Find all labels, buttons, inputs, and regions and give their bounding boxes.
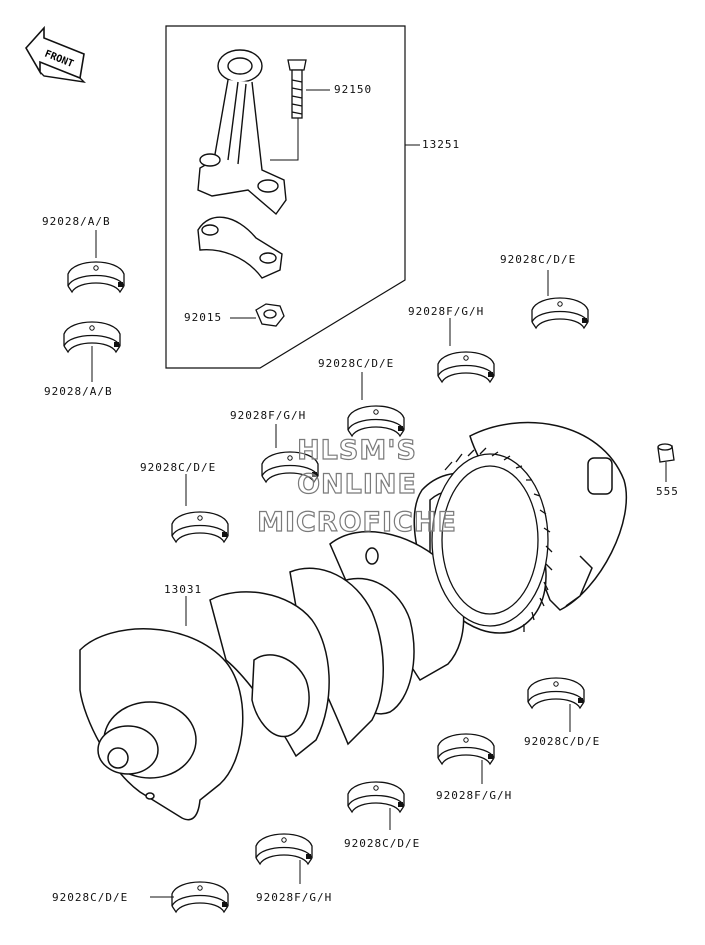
bearing-shell-rod-upper [67, 261, 125, 293]
front-arrow-icon: FRONT [25, 25, 86, 84]
connecting-rod-cap [197, 216, 283, 279]
dowel-pin [657, 443, 675, 463]
watermark-line-1: HLSM'S [296, 435, 417, 466]
label-92028-cde-top-right: 92028C/D/E [500, 253, 577, 266]
label-92028-cde-lower-right: 92028C/D/E [524, 735, 601, 748]
bearing-shell-cde-left [171, 511, 229, 543]
label-92015: 92015 [184, 311, 223, 324]
bearing-shell-cde-bottom-left [171, 881, 229, 913]
bearing-shell-cde-lower-mid [347, 781, 405, 813]
label-555: 555 [656, 485, 679, 498]
bearing-shell-cde-top-right [531, 297, 589, 329]
bearing-shell-fgh-lower [437, 733, 495, 765]
crankshaft-gear [431, 447, 553, 632]
rod-bolt [287, 59, 307, 119]
label-92028-fgh-left: 92028F/G/H [230, 409, 307, 422]
rod-nut [255, 303, 285, 327]
label-92028-cde-left: 92028C/D/E [140, 461, 217, 474]
watermark-line-2: ONLINE [296, 469, 417, 500]
label-13251: 13251 [422, 138, 461, 151]
label-92028-cde-lower-mid: 92028C/D/E [344, 837, 421, 850]
label-92028-cde-center: 92028C/D/E [318, 357, 395, 370]
label-92028-ab-lower: 92028/A/B [44, 385, 113, 398]
label-92028-fgh-bottom: 92028F/G/H [256, 891, 333, 904]
connecting-rod-group-outline [165, 25, 406, 369]
bearing-shell-cde-lower-right [527, 677, 585, 709]
bearing-shell-fgh-upper [437, 351, 495, 383]
connecting-rod [197, 49, 287, 216]
label-13031: 13031 [164, 583, 203, 596]
label-92028-ab-upper: 92028/A/B [42, 215, 111, 228]
watermark-line-3: MICROFICHE [256, 507, 457, 538]
label-92028-cde-bottom-left: 92028C/D/E [52, 891, 129, 904]
bearing-shell-cde-center [347, 405, 405, 437]
label-92028-fgh-upper: 92028F/G/H [408, 305, 485, 318]
bolt-leader [270, 118, 299, 161]
label-92150: 92150 [334, 83, 373, 96]
label-92028-fgh-lower: 92028F/G/H [436, 789, 513, 802]
bearing-shell-fgh-bottom [255, 833, 313, 865]
